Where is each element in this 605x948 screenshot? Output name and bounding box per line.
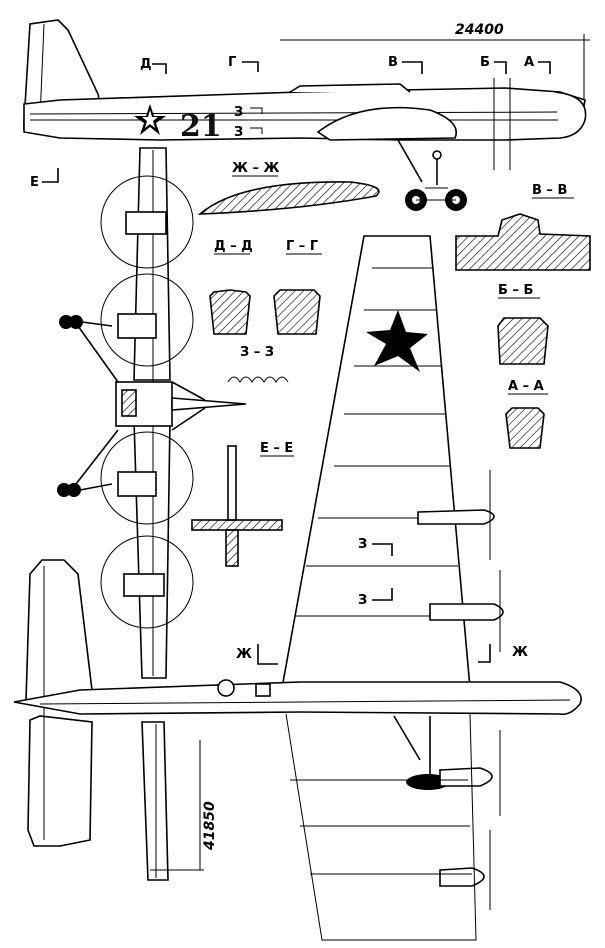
side-fuselage-number: 21 (180, 109, 222, 144)
svg-text:А – А: А – А (508, 379, 544, 394)
svg-text:Ж: Ж (512, 645, 528, 660)
svg-text:Б: Б (480, 55, 490, 70)
svg-text:Е – Е: Е – Е (260, 441, 293, 456)
svg-text:З: З (358, 593, 367, 608)
svg-text:В – В: В – В (532, 183, 567, 198)
svg-text:Ж – Ж: Ж – Ж (232, 161, 279, 176)
top-nacelle-1 (417, 470, 495, 560)
section-marker-zh-left: Ж (236, 644, 278, 665)
section-g: Г – Г (273, 239, 322, 335)
span-dimension-value: 41850 (202, 801, 218, 851)
svg-text:Г: Г (228, 55, 236, 70)
section-marker-b: Б (480, 55, 507, 74)
front-wheel-upper (59, 315, 113, 329)
side-gear-strut (397, 139, 423, 183)
section-e: Е – Е (191, 441, 294, 567)
front-wing-lower (133, 419, 171, 679)
svg-text:В: В (388, 55, 398, 70)
front-view (57, 147, 247, 679)
svg-text:Ж: Ж (236, 647, 252, 662)
front-stabilizer (171, 397, 247, 411)
top-nacelle-4 (439, 830, 491, 910)
top-stabilizer (25, 559, 93, 701)
section-b: Б – Б (497, 283, 549, 365)
propeller-disc-2 (100, 273, 194, 367)
top-wheel (406, 774, 450, 790)
section-zh: Ж – Ж (197, 161, 380, 215)
front-engine-1 (125, 211, 167, 235)
section-v: В – В (455, 183, 591, 271)
front-wheel-lower (57, 483, 113, 497)
top-view: З З Ж Ж (13, 235, 582, 941)
svg-text:Б – Б: Б – Б (498, 283, 533, 298)
side-canopy (289, 83, 411, 93)
top-fuselage (13, 681, 582, 716)
section-marker-z-top-2: З (358, 588, 393, 608)
section-marker-v: В (388, 55, 423, 74)
top-star-insignia (366, 310, 428, 372)
svg-text:Е: Е (30, 175, 39, 190)
front-gear-struts (75, 325, 119, 485)
top-nacelle-3 (439, 730, 501, 816)
svg-text:З: З (358, 537, 367, 552)
section-marker-a: А (524, 55, 551, 74)
side-view: 24400 21 Д Г (23, 19, 590, 211)
length-dimension-value: 24400 (455, 22, 504, 38)
front-engine-2 (117, 313, 157, 339)
front-engine-4 (123, 573, 165, 597)
top-nacelle-2 (429, 570, 504, 652)
svg-text:Д – Д: Д – Д (214, 239, 253, 254)
section-marker-d: Д (140, 57, 167, 74)
section-marker-zh-right: Ж (478, 644, 528, 663)
svg-text:З: З (234, 125, 243, 140)
section-marker-z-side: З З (234, 105, 263, 140)
svg-text:А: А (524, 55, 534, 70)
section-marker-e: Е (30, 168, 59, 190)
section-z: З – З (227, 345, 289, 383)
svg-text:Г – Г: Г – Г (286, 239, 318, 254)
section-marker-g: Г (228, 55, 259, 72)
propeller-disc-4 (100, 535, 194, 629)
front-engine-3 (117, 471, 157, 497)
side-wing-fairing (316, 106, 457, 141)
svg-text:З – З: З – З (240, 345, 274, 360)
propeller-disc-3 (100, 431, 194, 525)
section-a: А – А (505, 379, 548, 449)
section-marker-z-top-1: З (358, 537, 393, 556)
svg-text:Д: Д (140, 57, 152, 72)
propeller-disc-1 (100, 175, 194, 269)
side-nose (554, 91, 587, 139)
svg-text:З: З (234, 105, 243, 120)
section-d: Д – Д (209, 239, 253, 335)
